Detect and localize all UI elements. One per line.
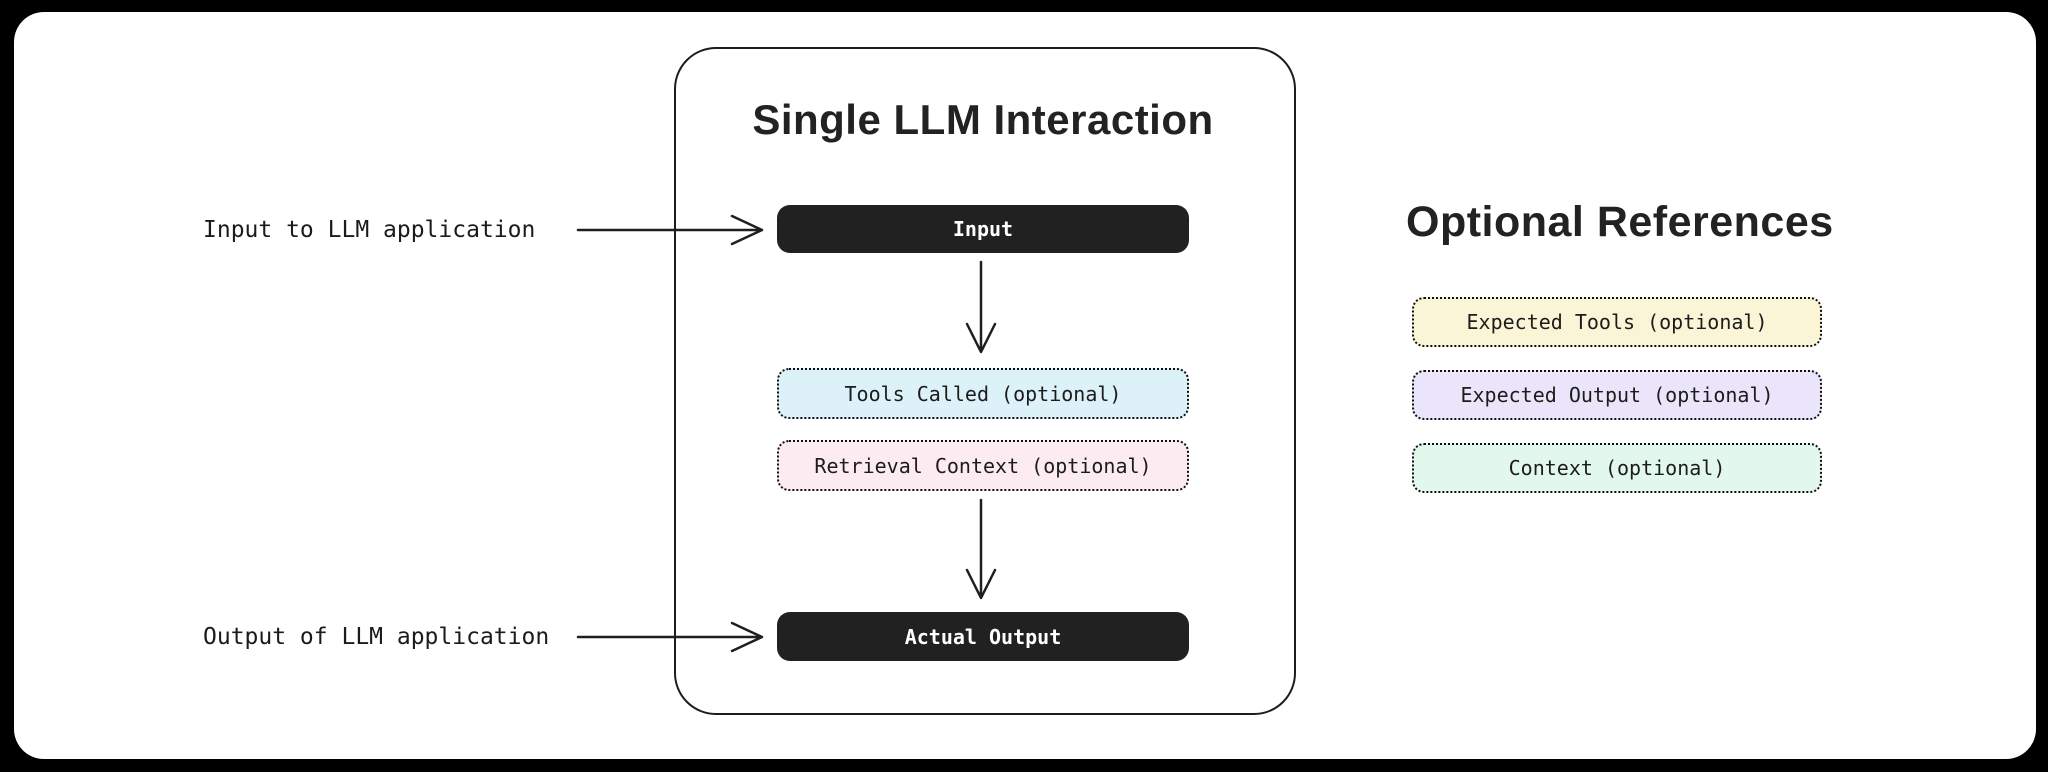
actual-output-node: Actual Output bbox=[777, 612, 1189, 661]
references-title: Optional References bbox=[1406, 198, 1834, 246]
annotation-output-label: Output of LLM application bbox=[203, 624, 550, 650]
tools-called-node: Tools Called (optional) bbox=[777, 368, 1189, 419]
context-node: Context (optional) bbox=[1412, 443, 1822, 493]
expected-tools-node: Expected Tools (optional) bbox=[1412, 297, 1822, 347]
input-node: Input bbox=[777, 205, 1189, 253]
expected-output-node: Expected Output (optional) bbox=[1412, 370, 1822, 420]
panel-title: Single LLM Interaction bbox=[752, 96, 1214, 143]
single-llm-interaction-panel bbox=[674, 47, 1296, 715]
retrieval-context-node: Retrieval Context (optional) bbox=[777, 440, 1189, 491]
annotation-input-label: Input to LLM application bbox=[203, 217, 536, 243]
